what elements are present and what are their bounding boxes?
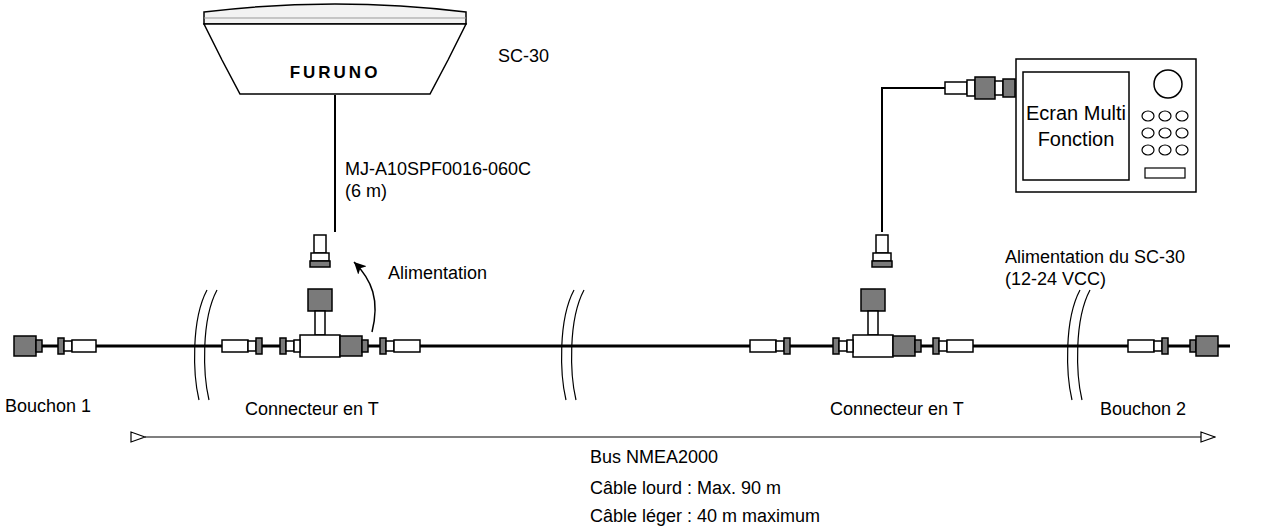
connector-part	[1154, 341, 1162, 351]
break-mark	[1078, 290, 1090, 400]
screen-text: Ecran Multi Fonction	[1025, 74, 1127, 178]
connector-part	[873, 253, 891, 261]
key-button	[1176, 111, 1188, 121]
radome-line	[204, 18, 466, 19]
connector-part	[64, 341, 72, 351]
break-mark	[572, 290, 584, 400]
power-flow-label: Alimentation	[388, 262, 528, 284]
key-button	[1142, 128, 1154, 138]
connector-part	[256, 338, 262, 354]
part-name: Connecteur en T	[245, 398, 415, 420]
power-note: Alimentation du SC-30 (12-24 VCC)	[1005, 246, 1205, 290]
part-name: Bouchon 2	[1100, 398, 1220, 420]
connector-part	[1162, 338, 1168, 354]
terminator	[14, 336, 36, 356]
connector-part	[386, 341, 394, 351]
display-case	[1016, 59, 1196, 192]
connector-part	[294, 340, 300, 352]
part-name: Bouchon 1	[5, 395, 125, 417]
connector-part	[853, 335, 893, 357]
key-button	[1176, 128, 1188, 138]
radome-top	[204, 4, 466, 24]
connector-part	[248, 341, 256, 351]
terminator	[36, 340, 42, 352]
connector-part	[784, 338, 790, 354]
connector-part	[933, 338, 939, 354]
connector-part	[310, 261, 330, 267]
connector-part	[833, 338, 839, 354]
radome-body	[204, 24, 466, 94]
connector-part	[314, 235, 326, 253]
knob	[1154, 70, 1182, 98]
connector-part	[58, 338, 64, 354]
key-button	[1176, 145, 1188, 155]
terminator	[1190, 340, 1196, 352]
connector-part	[945, 82, 967, 94]
connector-part	[280, 338, 286, 354]
connector-part	[1128, 340, 1154, 352]
key-button	[1159, 128, 1171, 138]
connector-part	[868, 311, 878, 335]
connector-part	[308, 289, 332, 311]
connector-part	[362, 340, 368, 352]
connector-part	[340, 336, 362, 356]
connector-part	[380, 338, 386, 354]
connector-part	[315, 311, 325, 335]
connector-part	[915, 340, 921, 352]
connector-part	[394, 340, 420, 352]
key-button	[1159, 111, 1171, 121]
connector-part	[286, 341, 294, 351]
model-name: SC-30	[498, 45, 549, 67]
key-button	[1142, 145, 1154, 155]
connector-part	[839, 341, 847, 351]
connector-part	[939, 341, 947, 351]
display-outline	[1015, 58, 1197, 193]
cable-model: MJ-A10SPF0016-060C (6 m)	[345, 158, 550, 202]
connector-part	[947, 340, 973, 352]
connector-part	[975, 77, 995, 99]
bus-name: Bus NMEA2000	[590, 446, 790, 468]
display-unit: Ecran Multi Fonction	[1015, 58, 1197, 193]
connector-part	[1003, 79, 1015, 97]
connector-part	[72, 340, 96, 352]
connector-part	[893, 336, 915, 356]
connector-part	[776, 341, 784, 351]
key-button	[1142, 111, 1154, 121]
cable-spec: Câble lourd : Max. 90 m	[590, 477, 850, 499]
connector-part	[872, 261, 892, 267]
connector-part	[995, 81, 1003, 95]
connector-part	[311, 253, 329, 261]
brand-name: FURUNO	[200, 62, 470, 84]
connector-part	[750, 340, 776, 352]
connector-part	[876, 235, 888, 253]
antenna-unit: FURUNOSC-30	[200, 0, 470, 96]
connector-part	[300, 335, 340, 357]
terminator	[1196, 336, 1218, 356]
key-button	[1145, 168, 1185, 178]
break-mark	[205, 290, 217, 400]
cable-spec: Câble léger : 40 m maximum	[590, 505, 890, 527]
part-name: Connecteur en T	[830, 398, 1000, 420]
connector-part	[967, 80, 975, 96]
connector-part	[861, 289, 885, 311]
display-screen	[1023, 72, 1129, 180]
connector-part	[222, 340, 248, 352]
connector-part	[847, 340, 853, 352]
key-button	[1159, 145, 1171, 155]
